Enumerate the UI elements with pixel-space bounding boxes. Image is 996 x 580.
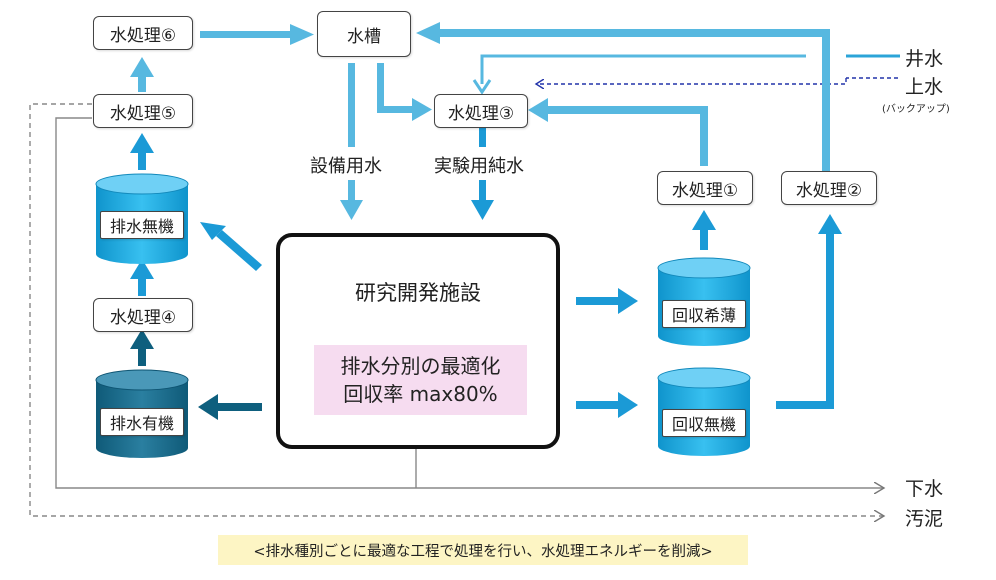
- recover-dilute-label: 回収希薄: [662, 300, 746, 328]
- sludge-line: [29, 103, 884, 516]
- sewer-label: 下水: [905, 478, 944, 500]
- facility-title: 研究開発施設: [355, 281, 481, 305]
- drain-inorganic-label: 排水無機: [100, 211, 184, 239]
- water-treatment-4: 水処理④: [93, 298, 193, 332]
- recover-inorganic-label: 回収無機: [662, 409, 746, 437]
- water-treatment-5: 水処理⑤: [93, 94, 193, 128]
- tap-water-line: [536, 77, 898, 84]
- well-water-line: [472, 54, 900, 95]
- research-facility: 研究開発施設 排水分別の最適化 回収率 max80%: [276, 233, 560, 449]
- diagram-caption: <排水種別ごとに最適な工程で処理を行い、水処理エネルギーを削減>: [218, 535, 748, 565]
- pure-water-label: 実験用純水: [434, 156, 524, 177]
- water-treatment-6: 水処理⑥: [93, 16, 193, 50]
- sludge-label: 汚泥: [905, 508, 944, 530]
- blue-arrows: [130, 127, 842, 418]
- facility-water-label: 設備用水: [310, 156, 382, 177]
- water-treatment-2: 水処理②: [781, 171, 877, 205]
- drain-organic-label: 排水有機: [100, 408, 184, 436]
- water-treatment-1: 水処理①: [657, 171, 753, 205]
- light-arrows: [130, 22, 830, 220]
- optimization-line-2: 回収率 max80%: [343, 382, 498, 406]
- backup-label: (バックアップ): [882, 104, 950, 115]
- sewer-line: [55, 117, 884, 488]
- dark-arrows: [130, 329, 262, 420]
- well-water-label: 井水: [905, 48, 944, 70]
- optimization-line-1: 排水分別の最適化: [340, 354, 501, 378]
- optimization-note: 排水分別の最適化 回収率 max80%: [314, 345, 527, 415]
- water-treatment-3: 水処理③: [434, 94, 528, 128]
- tap-water-label: 上水: [905, 76, 944, 98]
- water-tank: 水槽: [317, 11, 411, 57]
